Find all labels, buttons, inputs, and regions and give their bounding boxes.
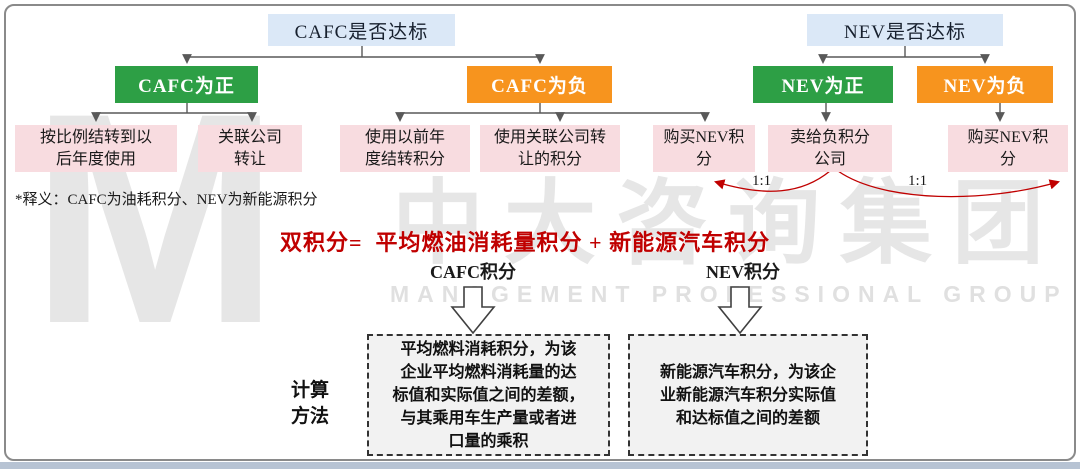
leaf-use-prior-year-credits: 使用以前年 度结转积分 <box>340 125 470 172</box>
node-nev-positive: NEV为正 <box>753 66 893 103</box>
cafc-score-label: CAFC积分 <box>430 262 516 282</box>
cafc-down-arrow <box>450 286 496 335</box>
leaf-buy-nev-credits-right: 购买NEV积 分 <box>948 125 1068 172</box>
definition-footnote: *释义：CAFC为油耗积分、NEV为新能源积分 <box>15 192 318 208</box>
leaf-affiliate-transfer: 关联公司 转让 <box>198 125 302 172</box>
ratio-exchange-arrows <box>714 170 1060 198</box>
dual-credit-formula: 双积分= 平均燃油消耗量积分 + 新能源汽车积分 <box>280 230 771 255</box>
node-cafc-positive: CAFC为正 <box>115 66 258 103</box>
calculation-method-label: 计算 方法 <box>290 380 329 427</box>
node-nev-compliance: NEV是否达标 <box>807 14 1003 46</box>
bottom-divider <box>0 462 1080 469</box>
ratio-label-left: 1:1 <box>752 173 772 189</box>
cafc-calculation-box: 平均燃料消耗积分，为该 企业平均燃料消耗量的达 标值和实际值之间的差额， 与其乘… <box>367 334 610 456</box>
node-cafc-compliance: CAFC是否达标 <box>268 14 455 46</box>
outer-border <box>4 4 1076 461</box>
nev-calculation-box: 新能源汽车积分，为该企 业新能源汽车积分实际值 和达标值之间的差额 <box>628 334 868 456</box>
watermark-company-name: 中大咨询集团 <box>392 173 1065 275</box>
leaf-sell-to-negative-companies: 卖给负积分 公司 <box>768 125 892 172</box>
flow-down-arrows <box>450 286 763 335</box>
node-nev-negative: NEV为负 <box>917 66 1053 103</box>
leaf-carryover-to-later-years: 按比例结转到以 后年度使用 <box>15 125 177 172</box>
nev-score-label: NEV积分 <box>705 262 780 282</box>
nev-down-arrow <box>717 286 763 335</box>
leaf-use-affiliate-credits: 使用关联公司转 让的积分 <box>480 125 620 172</box>
node-cafc-negative: CAFC为负 <box>467 66 612 103</box>
leaf-buy-nev-credits-left: 购买NEV积 分 <box>653 125 755 172</box>
watermark-logo: M <box>30 50 280 386</box>
ratio-label-right: 1:1 <box>908 173 928 189</box>
watermark-company-name-en: MANAGEMENT PROFESSIONAL GROUP <box>390 281 1068 307</box>
tree-connectors <box>91 46 1005 122</box>
